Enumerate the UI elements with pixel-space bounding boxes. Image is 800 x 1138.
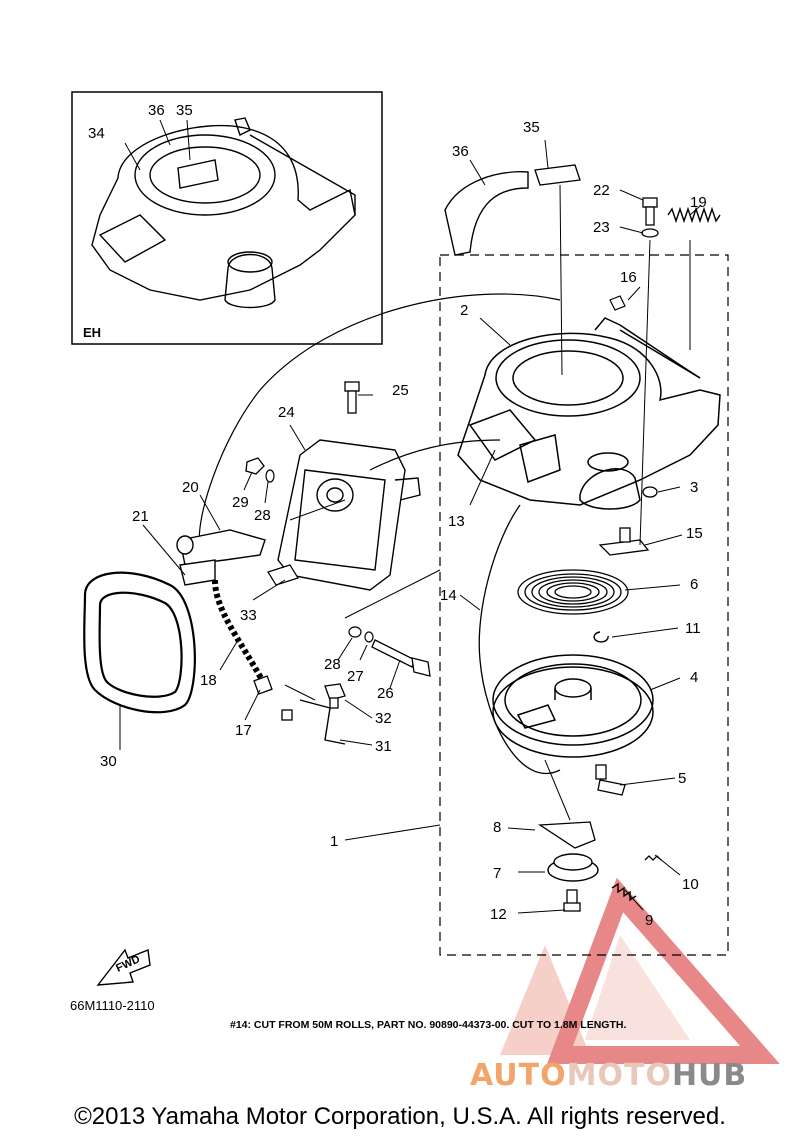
- callout-6: 6: [690, 576, 698, 593]
- cable-line: [198, 293, 561, 546]
- callout-3: 3: [690, 479, 698, 496]
- callout-36: 36: [452, 143, 469, 160]
- callout-12: 12: [490, 906, 507, 923]
- bolt-22: [642, 197, 658, 226]
- callout-34: 34: [88, 125, 105, 142]
- fwd-arrow-icon: FWD: [96, 948, 151, 986]
- spring-9: [611, 882, 637, 902]
- washer-23: [641, 228, 659, 238]
- rope-note: #14: CUT FROM 50M ROLLS, PART NO. 90890-…: [230, 1019, 627, 1031]
- callout-29: 29: [232, 494, 249, 511]
- inset-label: EH: [83, 325, 101, 340]
- bolt-26: [371, 639, 431, 677]
- watermark-part2: MOTO: [566, 1058, 672, 1093]
- pawl-5: [595, 764, 626, 796]
- plate-8: [538, 821, 596, 849]
- cable-13: [369, 439, 501, 471]
- callout-33: 33: [240, 607, 257, 624]
- sticker-33: [267, 564, 299, 586]
- label-35: [534, 164, 581, 186]
- tape-36: [444, 171, 529, 256]
- callout-8: 8: [493, 819, 501, 836]
- lever-20: [176, 529, 266, 586]
- seal-30: [83, 571, 196, 714]
- callout-35-inset: 35: [176, 102, 193, 119]
- callout-20: 20: [182, 479, 199, 496]
- bracket-31: [299, 699, 346, 745]
- spiral-spring-6: [517, 569, 629, 615]
- bolt-25: [344, 381, 360, 414]
- callout-18: 18: [200, 672, 217, 689]
- inset-frame: [71, 91, 383, 345]
- callout-35: 35: [523, 119, 540, 136]
- callout-17: 17: [235, 722, 252, 739]
- callout-23: 23: [593, 219, 610, 236]
- callout-9: 9: [645, 912, 653, 929]
- bolt-32: [324, 683, 346, 709]
- callout-25: 25: [392, 382, 409, 399]
- callout-10: 10: [682, 876, 699, 893]
- callout-28b: 28: [324, 656, 341, 673]
- callout-13: 13: [448, 513, 465, 530]
- watermark-logo: [500, 877, 780, 1064]
- cap-7: [547, 853, 599, 882]
- callout-labels: 34 36 35 EH 35 36 22 19 23 16 2 25 24 3 …: [83, 102, 707, 929]
- watermark-brand: AUTOMOTOHUB: [470, 1058, 747, 1093]
- callout-24: 24: [278, 404, 295, 421]
- washer-28b: [348, 626, 362, 638]
- callout-14: 14: [440, 587, 457, 604]
- callout-30: 30: [100, 753, 117, 770]
- clip-11: [593, 631, 609, 643]
- watermark-part1: AUTO: [470, 1058, 567, 1093]
- washer-28a: [265, 469, 275, 483]
- part-15: [598, 527, 650, 556]
- callout-32: 32: [375, 710, 392, 727]
- spring-19: [667, 206, 721, 224]
- callout-26: 26: [377, 685, 394, 702]
- pulley-4: [492, 654, 654, 758]
- starter-housing: [457, 317, 721, 510]
- callout-5: 5: [678, 770, 686, 787]
- bolt-12: [563, 889, 581, 912]
- leader-lines: [119, 119, 701, 914]
- callout-31: 31: [375, 738, 392, 755]
- callout-11: 11: [685, 620, 701, 637]
- bracket-24: [277, 439, 421, 591]
- callout-19: 19: [690, 194, 707, 211]
- bolt-3: [642, 486, 658, 498]
- callout-2: 2: [460, 302, 468, 319]
- nut-29: [245, 457, 265, 475]
- cable-end-17: [253, 675, 293, 721]
- callout-4: 4: [690, 669, 698, 686]
- callout-16: 16: [620, 269, 637, 286]
- callout-22: 22: [593, 182, 610, 199]
- part-16: [609, 295, 626, 311]
- watermark-part3: HUB: [671, 1058, 748, 1093]
- diagram-code: 66M1110-2110: [70, 998, 155, 1013]
- callout-15: 15: [686, 525, 703, 542]
- callout-28a: 28: [254, 507, 271, 524]
- inset-starter-housing: [91, 117, 356, 309]
- callout-7: 7: [493, 865, 501, 882]
- washer-27: [364, 631, 374, 643]
- callout-1: 1: [330, 833, 338, 850]
- callout-36-inset: 36: [148, 102, 165, 119]
- cable-18: [212, 579, 265, 682]
- copyright: ©2013 Yamaha Motor Corporation, U.S.A. A…: [74, 1103, 726, 1130]
- callout-27: 27: [347, 668, 364, 685]
- rope-14: [478, 504, 561, 775]
- callout-21: 21: [132, 508, 149, 525]
